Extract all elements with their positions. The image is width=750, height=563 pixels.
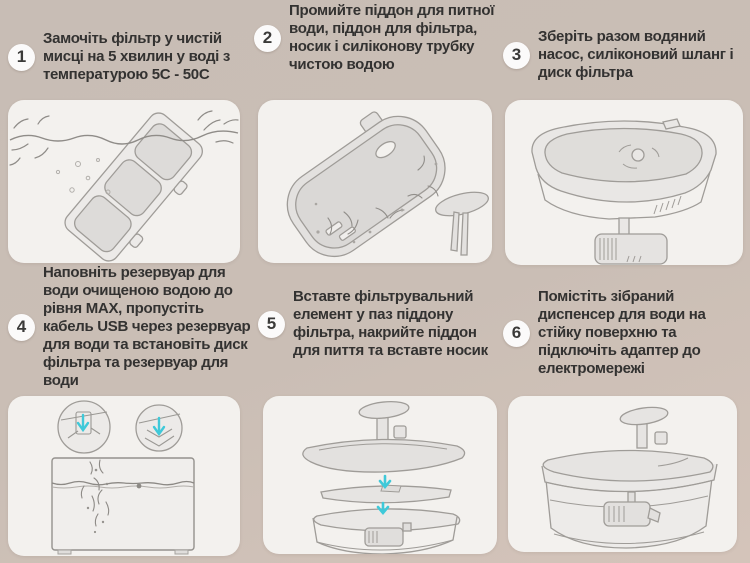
step-5-text: Вставте фільтрувальний елемент у паз під… [293,288,488,359]
assembled-dispenser-illustration [541,406,718,549]
step-1-number-badge: 1 [8,43,35,71]
step-2-text: Промийте піддон для питної води, піддон … [289,2,495,73]
step-2-header: 2 Промийте піддон для питної води, піддо… [254,2,504,74]
step-6-number-badge: 6 [503,319,530,347]
step-3-text: Зберіть разом водяний насос, силіконовий… [538,28,734,81]
step-6-text: Помістіть зібраний диспенсер для води на… [538,288,706,377]
step-5-number-badge: 5 [258,310,285,338]
filling-tank-illustration [51,400,195,555]
step-3-number-badge: 3 [503,41,530,69]
step-4-illustration-card [8,396,240,556]
step-4-number-badge: 4 [8,313,35,341]
step-4-header: 4 Наповніть резервуар для води очищеною … [8,264,252,390]
step-3-header: 3 Зберіть разом водяний насос, силіконов… [503,28,750,82]
step-2-number-badge: 2 [254,24,281,52]
step-1-header: 1 Замочіть фільтр у чистій мисці на 5 хв… [8,30,248,84]
exploded-assembly-illustration [302,400,466,554]
rinsing-tray-illustration [286,111,489,258]
step-2-illustration-card [258,100,492,263]
step-1-illustration-card [8,100,240,263]
step-6-illustration-card [508,396,737,552]
step-3-illustration-card [505,100,743,265]
filter-soaking-illustration [9,110,239,262]
step-6-header: 6 Помістіть зібраний диспенсер для води … [503,288,750,378]
step-5-illustration-card [263,396,497,554]
step-5-header: 5 Вставте фільтрувальний елемент у паз п… [258,288,504,360]
step-1-text: Замочіть фільтр у чистій мисці на 5 хвил… [43,30,231,83]
tray-pump-illustration [531,118,717,265]
step-4-text: Наповніть резервуар для води очищеною во… [43,264,251,389]
